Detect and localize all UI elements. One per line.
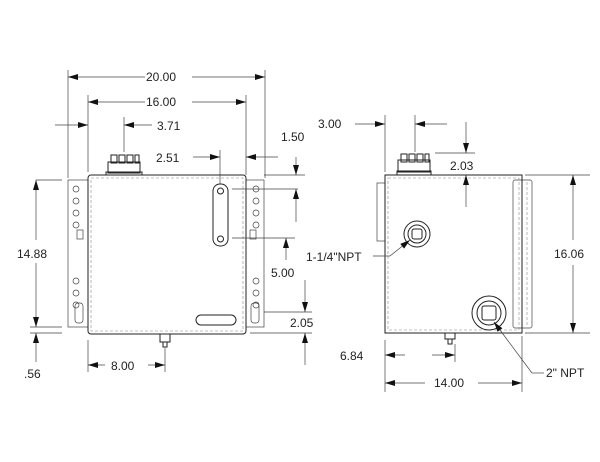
left-bracket (67, 179, 89, 328)
filler-cap (105, 154, 143, 176)
side-bracket-left (376, 182, 386, 242)
dim-16-06: 16.06 (554, 247, 584, 261)
dim-8-00: 8.00 (111, 359, 135, 373)
dim-0-56: .56 (24, 367, 41, 381)
oval-slot (195, 314, 237, 326)
lower-port-callout: 2" NPT (546, 366, 585, 380)
dim-16: 16.00 (146, 95, 176, 109)
drain-fitting (159, 333, 171, 343)
sight-slot (212, 183, 229, 247)
bracket-holes (72, 185, 260, 324)
dim-14-88: 14.88 (17, 247, 47, 261)
dim-5-00: 5.00 (271, 266, 295, 280)
side-view (376, 153, 533, 345)
side-tank-body (384, 174, 523, 334)
right-bracket (245, 179, 265, 328)
dim-1-50: 1.50 (281, 130, 305, 144)
dim-2-03: 2.03 (450, 159, 474, 173)
front-dimensions: 20.00 16.00 3.71 2.51 1.50 5.00 2.05 14.… (17, 70, 314, 381)
tank-body (87, 174, 247, 335)
dim-20: 20.00 (146, 70, 176, 84)
upper-port (403, 220, 431, 248)
dim-6-84: 6.84 (340, 349, 364, 363)
dim-2-51: 2.51 (156, 151, 180, 165)
side-drain-fitting (444, 332, 456, 340)
dim-2-05: 2.05 (290, 316, 314, 330)
dim-3-00: 3.00 (318, 117, 342, 131)
side-dimensions: 3.00 2.03 16.06 1-1/4"NPT 2" NPT 6.84 14… (306, 115, 590, 392)
dim-3-71: 3.71 (157, 119, 181, 133)
front-view (67, 154, 265, 348)
lower-port (471, 295, 507, 331)
upper-port-callout: 1-1/4"NPT (306, 250, 362, 264)
side-filler-cap (396, 153, 432, 176)
dim-14-00: 14.00 (434, 376, 464, 390)
